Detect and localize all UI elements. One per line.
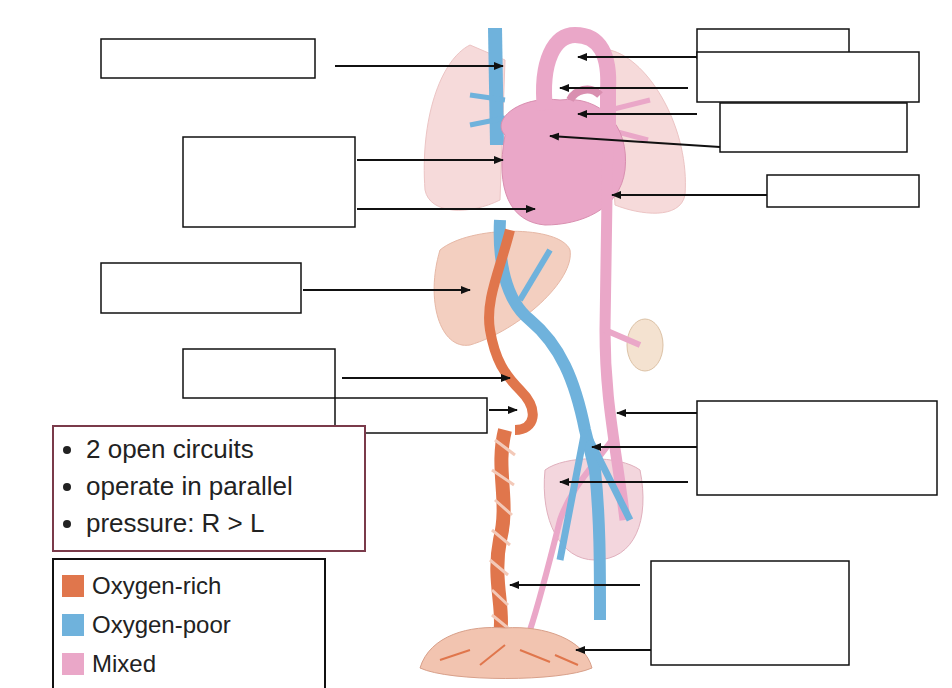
umbilical-vein: [489, 230, 533, 430]
cord-twist: [490, 440, 515, 628]
legend-row: Mixed: [62, 644, 316, 683]
legend-row: Oxygen-poor: [62, 605, 316, 644]
legend-row: Oxygen-rich: [62, 566, 316, 605]
legend-box: Oxygen-richOxygen-poorMixed: [52, 558, 326, 688]
placenta: [420, 627, 592, 678]
legend-swatch: [62, 575, 84, 597]
leader-arrows: [303, 57, 767, 650]
legend-text: Mixed: [92, 650, 156, 678]
ductus-arteriosus: [570, 90, 600, 100]
umbilical-cord: [497, 430, 505, 635]
renal-artery: [605, 330, 640, 345]
legend-swatch: [62, 653, 84, 675]
descending-aorta: [605, 130, 625, 520]
hepatic-vein: [520, 250, 550, 300]
inferior-vena-cava: [500, 220, 600, 620]
aortic-arch: [544, 35, 608, 130]
bullet-text: operate in parallel: [86, 468, 354, 505]
legend-text: Oxygen-poor: [92, 611, 231, 639]
iliac-veins: [560, 430, 630, 560]
bullet-text: 2 open circuits: [86, 431, 354, 468]
placenta-vessels: [440, 645, 578, 665]
pulmonary-veins: [470, 95, 505, 125]
note-box: 2 open circuitsoperate in parallelpressu…: [52, 425, 366, 552]
bullet-text: pressure: R > L: [86, 505, 354, 542]
legend-swatch: [62, 614, 84, 636]
legend-text: Oxygen-rich: [92, 572, 221, 600]
bullet-list: 2 open circuitsoperate in parallelpressu…: [64, 431, 354, 542]
